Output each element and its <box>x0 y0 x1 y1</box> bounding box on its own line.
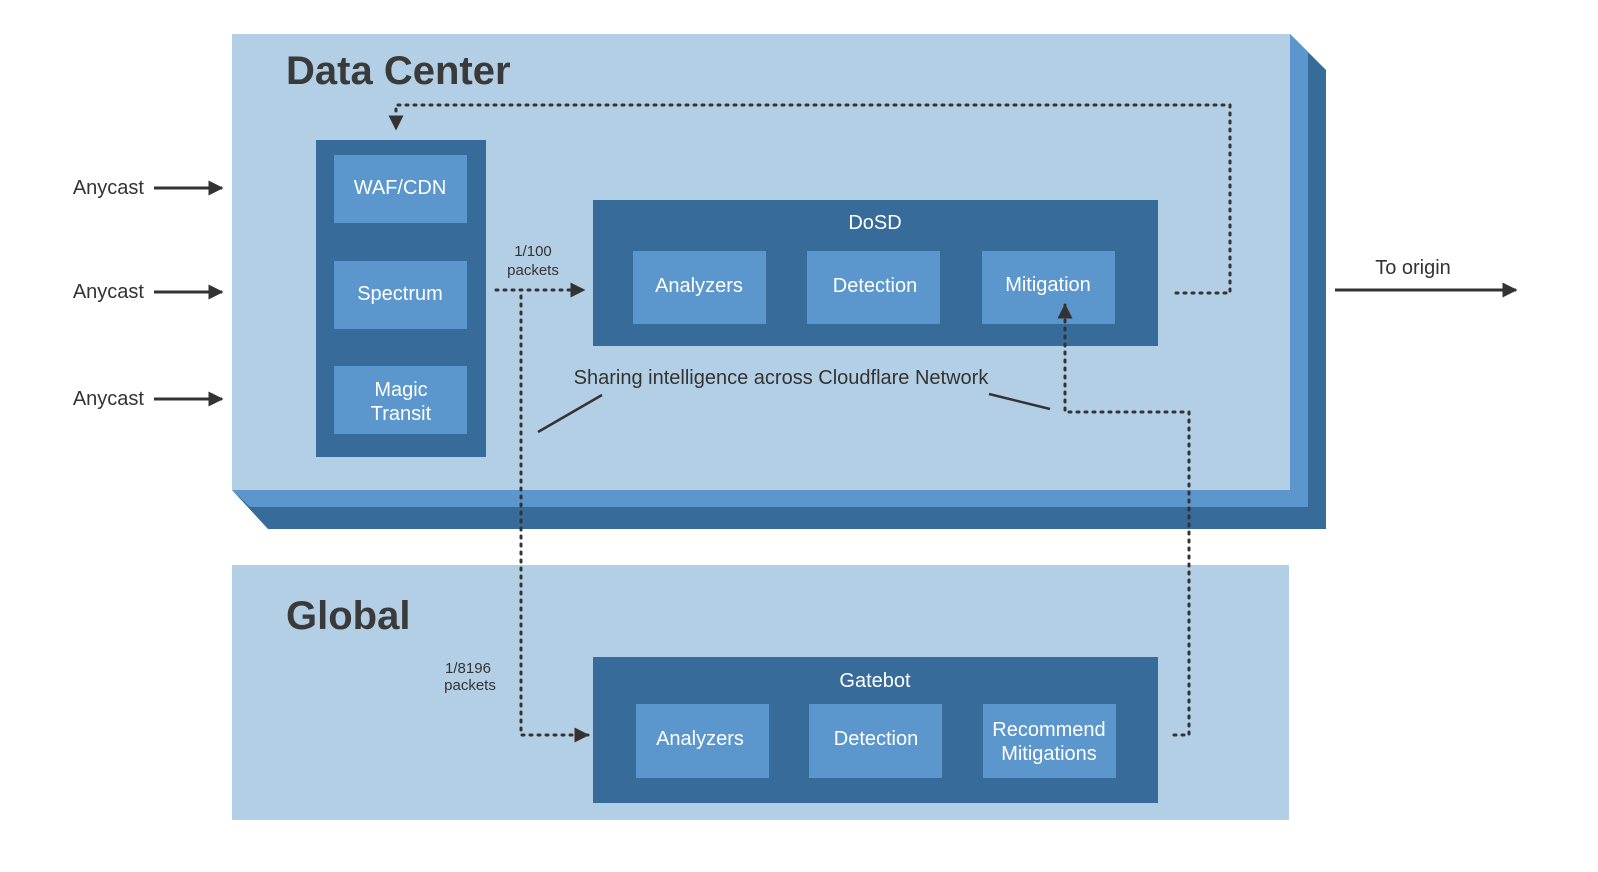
dosd-analyzers-label: Analyzers <box>655 275 743 297</box>
dosd-analyzers-box <box>633 251 766 324</box>
dosd-mitigation-label: Mitigation <box>1005 274 1091 296</box>
sharing-pointer-right <box>988 392 1051 411</box>
gatebot-detection-box <box>809 704 942 778</box>
edge-to-gatebot-sample-flow <box>519 294 590 743</box>
gatebot-sample-rate-line1: 1/8196 <box>445 660 491 677</box>
dosd-mitigation-box <box>982 251 1115 324</box>
dosd-title: DoSD <box>848 212 901 234</box>
magic-transit-box <box>334 366 467 434</box>
anycast-input-label-1: Anycast <box>73 177 145 199</box>
gatebot-group: Gatebot Analyzers Detection Recommend Mi… <box>593 657 1158 803</box>
spectrum-box <box>334 261 467 329</box>
dosd-group: DoSD Analyzers Detection Mitigation <box>593 200 1158 346</box>
global-title: Global <box>286 594 410 638</box>
edge-services-column: WAF/CDN Spectrum Magic Transit <box>316 140 486 457</box>
anycast-input-label-3: Anycast <box>73 388 145 410</box>
magic-transit-label-line2: Transit <box>371 403 432 425</box>
to-origin-label: To origin <box>1375 257 1451 279</box>
dosd-sample-rate-line2: packets <box>507 262 559 279</box>
dosd-detection-box <box>807 251 940 324</box>
waf-cdn-label: WAF/CDN <box>354 177 447 199</box>
gatebot-title: Gatebot <box>839 670 911 692</box>
dosd-sample-rate-line1: 1/100 <box>514 243 552 260</box>
spectrum-label: Spectrum <box>357 283 443 305</box>
gatebot-recommend-label-line1: Recommend <box>992 719 1105 741</box>
dosd-detection-label: Detection <box>833 275 918 297</box>
gatebot-to-mitigation-flow <box>1057 303 1191 737</box>
gatebot-analyzers-box <box>636 704 769 778</box>
waf-cdn-box <box>334 155 467 223</box>
gatebot-sample-rate-line2: packets <box>444 677 496 694</box>
gatebot-recommend-label-line2: Mitigations <box>1001 743 1097 765</box>
anycast-input-label-2: Anycast <box>73 281 145 303</box>
sharing-pointer-left <box>537 393 603 434</box>
gatebot-detection-label: Detection <box>834 728 919 750</box>
gatebot-analyzers-label: Analyzers <box>656 728 744 750</box>
mitigation-feedback-flow <box>388 103 1232 295</box>
data-center-title: Data Center <box>286 49 511 93</box>
sharing-intelligence-label: Sharing intelligence across Cloudflare N… <box>574 367 990 389</box>
magic-transit-label-line1: Magic <box>374 379 427 401</box>
gatebot-recommend-box <box>983 704 1116 778</box>
